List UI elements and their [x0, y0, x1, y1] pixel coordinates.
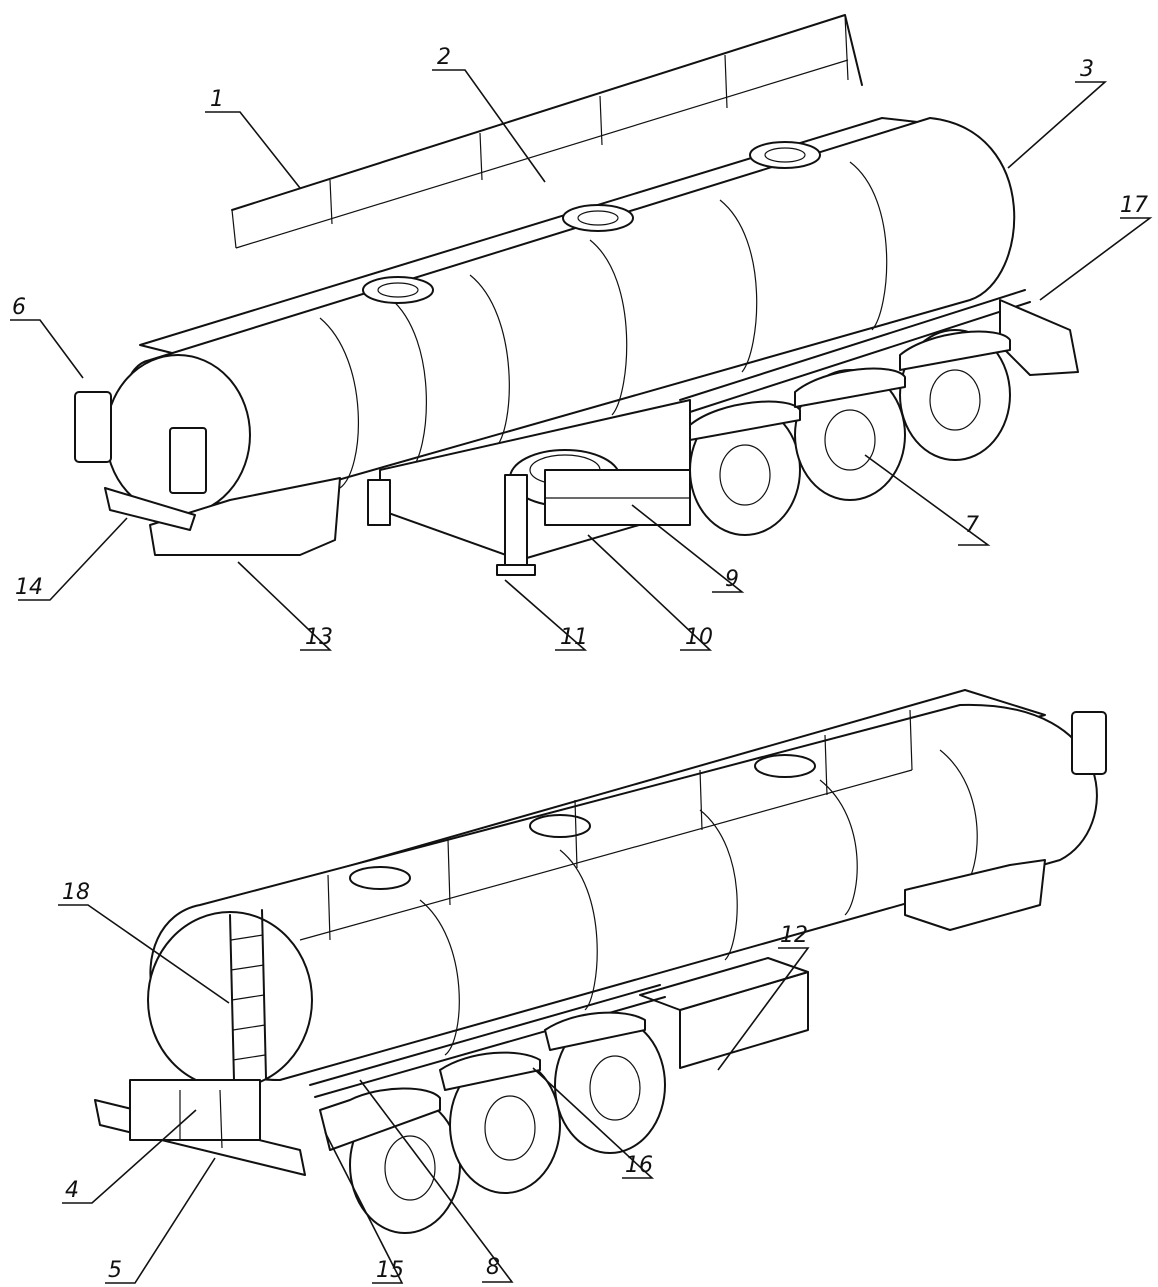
callout-label: 10: [685, 625, 713, 650]
callout-label: 15: [376, 1258, 404, 1283]
manholes-top: [362, 141, 821, 304]
callout-label: 11: [560, 625, 588, 650]
callout-labels: 1 2 3 6 17 7 14 13 11 10 9 18 12 16 4 5 …: [12, 45, 1148, 1283]
wheels-bottom: [349, 1016, 666, 1234]
manholes-bottom: [349, 754, 816, 890]
callout-label: 18: [62, 880, 90, 905]
callout-label: 13: [305, 625, 333, 650]
callout-label: 14: [15, 575, 43, 600]
callout-label: 6: [12, 295, 26, 320]
handrail-bottom: [299, 709, 913, 941]
callout-label: 8: [486, 1255, 500, 1280]
tank-body-bottom: [149, 703, 1098, 1081]
subframe-top: [367, 399, 691, 576]
callout-label: 12: [780, 923, 808, 948]
trailer-view-top: [74, 14, 1079, 576]
side-light-top: [74, 391, 112, 463]
callout-label: 9: [725, 567, 739, 592]
callout-label: 5: [108, 1258, 122, 1283]
front-coupler-top: [104, 487, 196, 531]
callout-leaders: [10, 69, 1153, 1284]
callout-label: 17: [1120, 193, 1148, 218]
callout-label: 1: [210, 87, 224, 112]
callout-label: 7: [965, 513, 979, 538]
callout-label: 2: [437, 45, 451, 70]
front-bracket-top: [149, 477, 341, 556]
hazard-plate-top: [169, 427, 207, 494]
rear-bracket-top: [999, 299, 1079, 376]
handrail-top: [231, 14, 863, 249]
callout-label: 3: [1080, 57, 1094, 82]
front-bracket-bottom: [904, 859, 1046, 931]
callout-label: 4: [65, 1178, 79, 1203]
ladder-bottom: [229, 909, 267, 1081]
front-light-bottom: [1071, 711, 1107, 775]
trailer-view-bottom: [94, 689, 1107, 1234]
callout-label: 16: [625, 1153, 653, 1178]
